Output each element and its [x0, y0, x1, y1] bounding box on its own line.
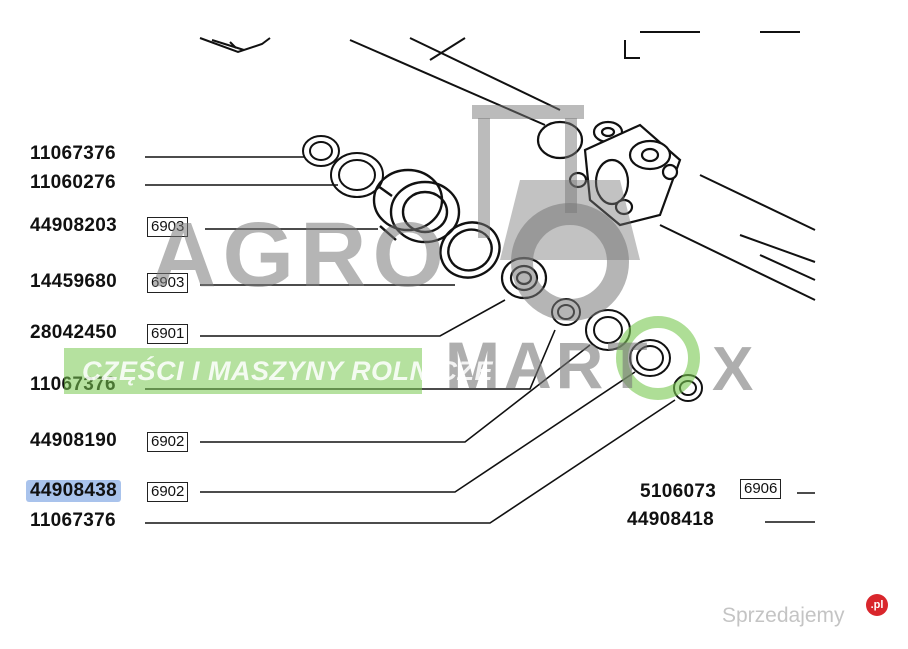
part-number-5[interactable]: 28042450: [30, 322, 117, 343]
part-number-3[interactable]: 44908203: [30, 215, 117, 236]
top-fragment-right: [624, 31, 800, 59]
part-number-right-2[interactable]: 44908418: [627, 509, 714, 530]
part-tag-3: 6903: [147, 217, 189, 237]
leader-lines: [145, 156, 815, 524]
part-tag-8: 6902: [147, 482, 189, 502]
watermark-banner: [64, 348, 422, 394]
watermark-banner-text: CZĘŚCI I MASZYNY ROLNICZE: [82, 356, 494, 386]
seal-ring: [439, 221, 501, 279]
part-number-7[interactable]: 44908190: [30, 430, 117, 451]
part-number-2[interactable]: 11060276: [30, 172, 116, 193]
watermark-x: X: [712, 335, 754, 404]
part-tag-7: 6902: [147, 432, 189, 452]
part-number-4[interactable]: 14459680: [30, 271, 117, 292]
ring-2: [330, 152, 384, 198]
part-tag-4: 6903: [147, 273, 189, 293]
site-watermark: Sprzedajemy: [722, 604, 845, 627]
snap-ring-1: [302, 135, 340, 167]
site-badge-icon: .pl: [866, 594, 888, 616]
watermark-green-leaf-icon: [616, 316, 700, 400]
part-tag-right-1: 6906: [740, 479, 782, 499]
watermark-agro: AGRO: [150, 204, 450, 306]
part-number-9[interactable]: 11067376: [30, 510, 116, 531]
oring: [629, 339, 671, 377]
watermark-wheel-icon: [511, 203, 629, 321]
part-number-1[interactable]: 11067376: [30, 143, 116, 164]
axle-shaft: [349, 37, 816, 301]
part-number-8-selected[interactable]: 44908438: [26, 480, 121, 502]
part-tag-5: 6901: [147, 324, 189, 344]
watermark-mart: MART: [445, 328, 652, 402]
seal-housing: [372, 168, 461, 244]
part-number-right-1[interactable]: 5106073: [640, 481, 717, 502]
top-fragment-left: [199, 37, 271, 54]
